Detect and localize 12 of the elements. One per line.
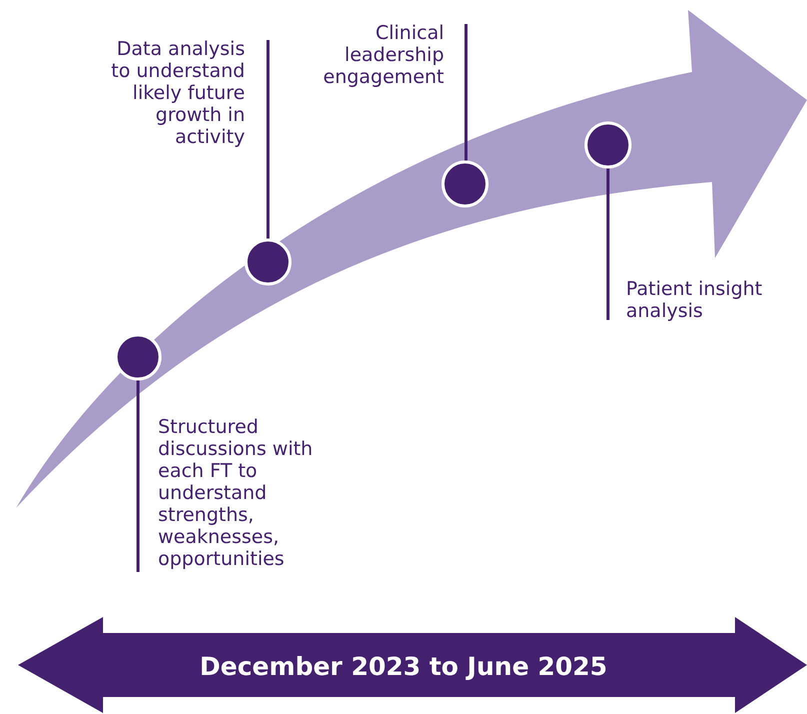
milestone-circle: [244, 238, 292, 286]
milestone-circle: [442, 160, 488, 208]
milestone-label: Data analysis to understand likely future growth in activity: [110, 38, 245, 148]
milestone-label: Clinical leadership engagement: [322, 22, 444, 88]
leader-line: [606, 168, 610, 320]
milestone-circle: [114, 334, 162, 380]
milestone-circle: [584, 122, 632, 168]
timeline-period-label: December 2023 to June 2025: [200, 652, 608, 682]
milestone-label: Patient insight analysis: [626, 278, 764, 322]
leader-line: [136, 380, 140, 572]
milestone-label: Structured discussions with each FT to understand strengths, weaknesses, opportunities: [158, 416, 314, 570]
leader-line: [266, 40, 270, 238]
